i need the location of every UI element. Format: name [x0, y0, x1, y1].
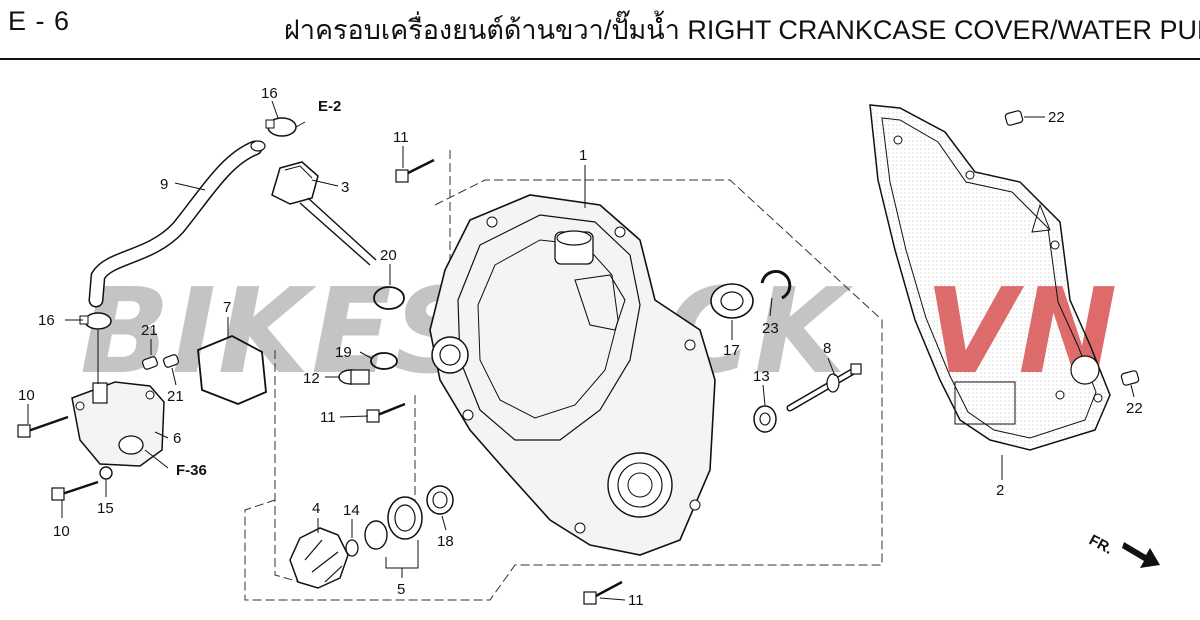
callout-16-lower: 16: [38, 312, 55, 329]
callout-22-lower: 22: [1126, 400, 1143, 417]
group-outline-outer: [244, 179, 883, 601]
part-10-bolt-b: [51, 480, 99, 501]
part-17-bearing: [710, 283, 754, 319]
part-10-bolt-a: [17, 415, 69, 438]
callout-21-upper: 21: [141, 322, 158, 339]
part-1-crankcase-cover: [429, 194, 716, 556]
callout-12: 12: [303, 370, 320, 387]
callout-3: 3: [341, 179, 349, 196]
callout-11-bottom: 11: [628, 592, 644, 609]
part-4-impeller: [289, 527, 349, 589]
header-rule: [0, 58, 1200, 60]
callout-18: 18: [437, 533, 454, 550]
part-12-plug: [338, 369, 370, 385]
part-16-clamp-upper: [265, 117, 297, 137]
callout-10-lower: 10: [53, 523, 70, 540]
leader-lines: [27, 100, 1135, 601]
cross-references: E-2 F-36: [176, 98, 341, 479]
reference-f36: F-36: [176, 462, 207, 479]
part-5-mechanical-seal-set: [364, 496, 423, 550]
callout-23: 23: [762, 320, 779, 337]
callout-20: 20: [380, 247, 397, 264]
callout-2: 2: [996, 482, 1004, 499]
callout-17: 17: [723, 342, 740, 359]
front-direction-label: FR.: [1086, 532, 1115, 558]
part-11-bolt-top: [395, 158, 435, 183]
callout-11-top: 11: [393, 129, 409, 146]
part-11-bolt-bottom: [583, 580, 623, 605]
callout-22-upper: 22: [1048, 109, 1065, 126]
part-9-hose-end: [250, 140, 266, 152]
part-8-shaft: [786, 363, 862, 412]
front-direction-indicator: FR.: [1086, 532, 1160, 568]
part-7-o-ring: [197, 335, 267, 405]
callout-10-upper: 10: [18, 387, 35, 404]
part-11-bolt-middle: [366, 402, 406, 423]
part-19-o-ring: [370, 352, 398, 370]
part-15-washer: [99, 466, 113, 480]
part-16-clamp-lower: [79, 312, 112, 330]
sheet-code: E - 6: [8, 6, 71, 36]
front-direction-arrow-icon: [1122, 542, 1160, 568]
callout-21-lower: 21: [167, 388, 184, 405]
part-6-water-pump-cover: [71, 381, 165, 467]
callout-5: 5: [397, 581, 405, 598]
part-2-gasket: [869, 104, 1111, 451]
callout-16-upper: 16: [261, 85, 278, 102]
page-header: E - 6 ฝาครอบเครื่องยนต์ด้านขวา/ปั๊มน้ำ R…: [0, 0, 1200, 60]
callout-1: 1: [579, 147, 587, 164]
callout-11-middle: 11: [320, 409, 336, 426]
callout-15: 15: [97, 500, 114, 517]
part-21-dowel-b: [162, 354, 180, 368]
part-9-hose-fill: [90, 142, 261, 306]
reference-e2: E-2: [318, 98, 341, 115]
part-14-washer: [345, 539, 359, 557]
part-13-washer: [753, 405, 777, 433]
callout-labels: 1 2 3 4 5 6 7 8 9 10 10 11 11 11 12 13 1…: [18, 85, 1143, 609]
part-21-dowel-a: [141, 356, 159, 370]
callout-4: 4: [312, 500, 320, 517]
callout-9: 9: [160, 176, 168, 193]
callout-13: 13: [753, 368, 770, 385]
part-20-o-ring: [373, 286, 405, 310]
page-title: ฝาครอบเครื่องยนต์ด้านขวา/ปั๊มน้ำ RIGHT C…: [284, 15, 1200, 45]
part-22-dowel-b: [1120, 370, 1140, 386]
part-22-dowel-a: [1004, 110, 1024, 126]
callout-7: 7: [223, 299, 231, 316]
part-23-snap-ring: [760, 270, 792, 300]
callout-14: 14: [343, 502, 360, 519]
part-3-oil-filler-cap: [271, 161, 377, 266]
callout-8: 8: [823, 340, 831, 357]
part-18-oil-seal: [426, 485, 454, 515]
callout-6: 6: [173, 430, 181, 447]
callout-19: 19: [335, 344, 352, 361]
